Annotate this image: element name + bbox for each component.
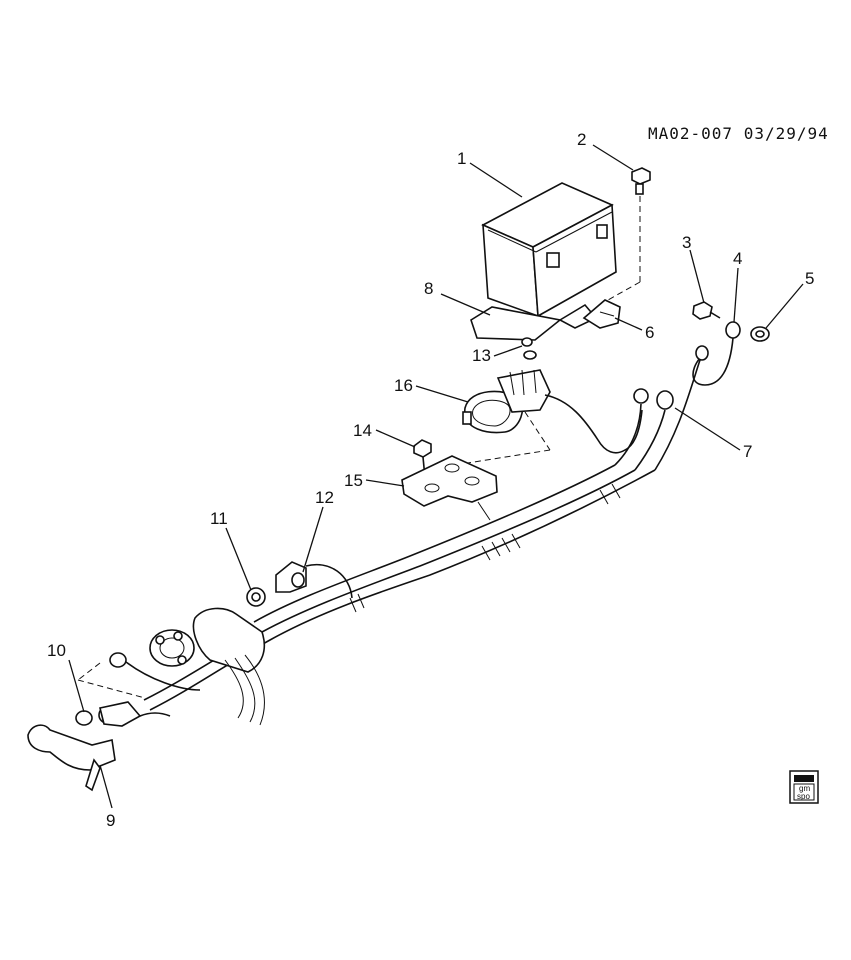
diagram-code: MA02-007 03/29/94 <box>648 124 829 143</box>
tray-nut <box>521 337 537 360</box>
main-cable-harness <box>143 464 656 711</box>
ground-strap <box>27 712 171 792</box>
callout-9: 9 <box>106 811 115 830</box>
cable-clip <box>275 561 353 599</box>
terminal-nut <box>750 326 770 342</box>
cable-terminals <box>75 652 201 727</box>
starter-motor <box>149 607 266 726</box>
terminal-bolt <box>692 301 721 320</box>
callout-10: 10 <box>47 641 66 660</box>
leader-lines <box>68 144 804 809</box>
star-washer <box>246 587 266 607</box>
negative-cable <box>692 321 741 386</box>
callout-12: 12 <box>315 488 334 507</box>
callout-11: 11 <box>210 509 228 528</box>
callout-15: 15 <box>344 471 363 490</box>
callout-4: 4 <box>733 249 742 268</box>
hold-down-bolt <box>607 167 651 301</box>
callout-labels: 1 2 3 4 5 6 7 8 9 10 11 12 13 14 15 16 <box>47 130 814 830</box>
callout-8: 8 <box>424 279 433 298</box>
logo-text-gm: gm <box>799 784 810 793</box>
hold-down-clamp <box>582 299 621 329</box>
junction-block <box>454 369 551 466</box>
callout-5: 5 <box>805 269 814 288</box>
callout-2: 2 <box>577 130 586 149</box>
callout-13: 13 <box>472 346 491 365</box>
callout-7: 7 <box>743 442 752 461</box>
callout-14: 14 <box>353 421 372 440</box>
callout-6: 6 <box>645 323 654 342</box>
callout-16: 16 <box>394 376 413 395</box>
logo-text-spo: spo <box>797 792 810 801</box>
callout-1: 1 <box>457 149 466 168</box>
gm-spo-logo: gm spo <box>789 770 819 804</box>
callout-3: 3 <box>682 233 691 252</box>
positive-cable-terminals <box>544 359 701 471</box>
battery <box>481 182 617 318</box>
mounting-bracket <box>401 455 498 521</box>
